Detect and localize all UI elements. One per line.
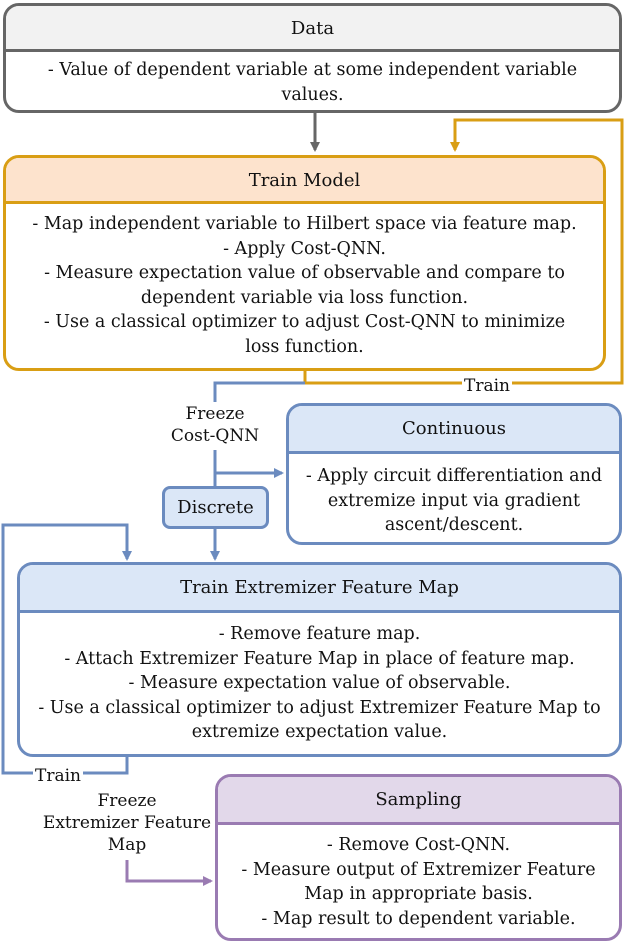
extremizer-box: Train Extremizer Feature Map - Remove fe… xyxy=(17,562,622,757)
continuous-title: Continuous xyxy=(401,418,507,439)
train-model-line: - Map independent variable to Hilbert sp… xyxy=(32,214,577,234)
extremizer-line: - Measure expectation value of observabl… xyxy=(128,673,511,693)
continuous-line: extremize input via gradient xyxy=(327,490,581,511)
data-box-line: - Value of dependent variable at some in… xyxy=(47,60,578,80)
arrow-to-sampling xyxy=(125,860,213,886)
extremizer-line: - Use a classical optimizer to adjust Ex… xyxy=(38,697,601,718)
data-box: Data - Value of dependent variable at so… xyxy=(3,3,622,113)
edge-label-text: Cost-QNN xyxy=(170,426,260,446)
train-model-header: Train Model xyxy=(6,158,603,204)
arrow-train-loop-orange xyxy=(303,118,624,385)
sampling-body: - Remove Cost-QNN. - Measure output of E… xyxy=(218,825,619,931)
sampling-title: Sampling xyxy=(375,789,462,810)
continuous-header: Continuous xyxy=(289,406,619,454)
data-box-body: - Value of dependent variable at some in… xyxy=(6,52,619,107)
sampling-line: Map in appropriate basis. xyxy=(304,884,533,904)
edge-label-text: Freeze xyxy=(185,404,245,424)
line-train-model-to-freeze xyxy=(213,381,305,402)
data-box-title: Data xyxy=(290,18,335,39)
edge-label-text: Freeze xyxy=(97,791,157,811)
extremizer-line: - Remove feature map. xyxy=(218,624,421,644)
discrete-box: Discrete xyxy=(162,486,269,529)
edge-label-text: Map xyxy=(107,835,147,855)
discrete-label: Discrete xyxy=(177,497,254,518)
sampling-box: Sampling - Remove Cost-QNN. - Measure ou… xyxy=(215,774,622,941)
edge-label-text: Train xyxy=(464,376,510,396)
train-model-line: - Measure expectation value of observabl… xyxy=(44,263,565,283)
sampling-line: - Measure output of Extremizer Feature xyxy=(241,859,596,880)
extremizer-line: extremize expectation value. xyxy=(191,722,448,742)
edge-label-train-top: Train xyxy=(462,375,512,397)
train-model-title: Train Model xyxy=(248,170,361,191)
train-model-body: - Map independent variable to Hilbert sp… xyxy=(6,204,603,359)
arrow-train-loop-blue xyxy=(1,523,132,775)
continuous-box: Continuous - Apply circuit differentiati… xyxy=(286,403,622,545)
train-model-line: loss function. xyxy=(245,336,364,357)
data-box-header: Data xyxy=(6,6,619,52)
extremizer-title: Train Extremizer Feature Map xyxy=(180,577,459,598)
continuous-line: - Apply circuit differentiation and xyxy=(305,466,603,486)
sampling-line: - Map result to dependent variable. xyxy=(261,908,576,929)
extremizer-body: - Remove feature map. - Attach Extremize… xyxy=(20,613,619,745)
continuous-line: ascent/descent. xyxy=(384,515,524,535)
train-model-box: Train Model - Map independent variable t… xyxy=(3,155,606,371)
extremizer-line: - Attach Extremizer Feature Map in place… xyxy=(64,648,575,669)
train-model-line: - Apply Cost-QNN. xyxy=(223,238,386,259)
edge-label-freeze-extremizer: Freeze Extremizer Feature Map xyxy=(30,790,224,856)
train-model-line: - Use a classical optimizer to adjust Co… xyxy=(43,312,566,332)
sampling-header: Sampling xyxy=(218,777,619,825)
train-model-line: dependent variable via loss function. xyxy=(140,287,469,308)
edge-label-text: Train xyxy=(35,766,81,786)
edge-label-text: Extremizer Feature xyxy=(42,813,212,833)
edge-label-train-bottom: Train xyxy=(33,765,83,787)
data-box-line: values. xyxy=(281,84,344,105)
extremizer-header: Train Extremizer Feature Map xyxy=(20,565,619,613)
continuous-body: - Apply circuit differentiation and extr… xyxy=(289,454,619,538)
edge-label-freeze-cost-qnn: Freeze Cost-QNN xyxy=(160,403,270,447)
sampling-line: - Remove Cost-QNN. xyxy=(326,835,511,855)
